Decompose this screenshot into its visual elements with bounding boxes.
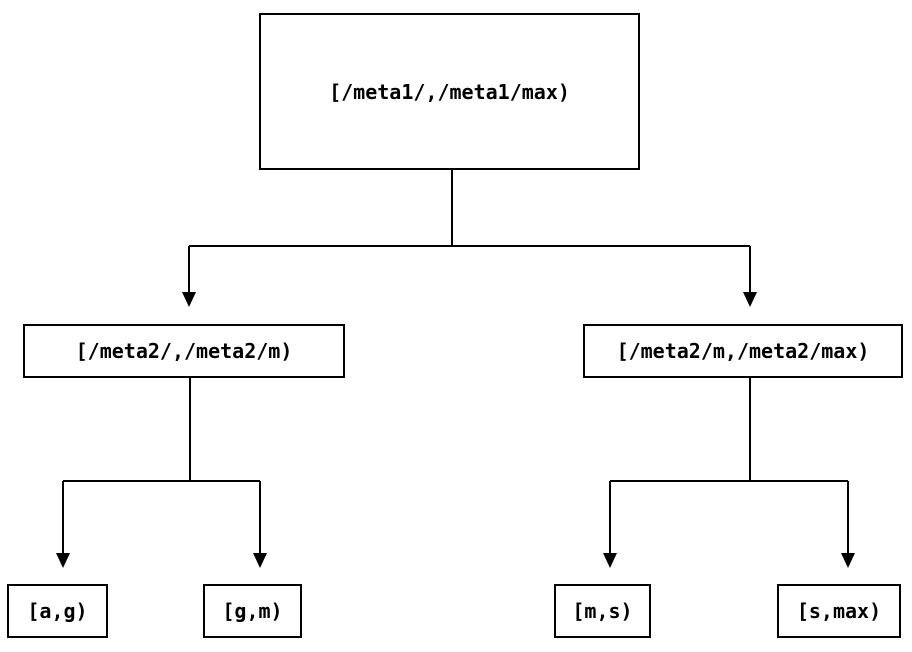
tree-node-meta2-right: [/meta2/m,/meta2/max)	[583, 324, 903, 378]
tree-node-root: [/meta1/,/meta1/max)	[259, 13, 640, 170]
arrowhead-down-icon	[603, 553, 617, 568]
edge-left-lines	[62, 378, 261, 553]
tree-node-meta2-left: [/meta2/,/meta2/m)	[23, 324, 345, 378]
tree-node-leaf-ms: [m,s)	[554, 584, 651, 638]
edge-root-lines	[188, 170, 751, 292]
tree-node-leaf-ag-label: [a,g)	[27, 599, 88, 623]
tree-node-leaf-ms-label: [m,s)	[572, 599, 633, 623]
tree-node-leaf-gm: [g,m)	[203, 584, 302, 638]
tree-node-leaf-ag: [a,g)	[7, 584, 108, 638]
edge-root-to-children	[182, 170, 757, 307]
edge-right-to-leaves	[603, 378, 855, 568]
arrowhead-down-icon	[56, 553, 70, 568]
arrowhead-down-icon	[841, 553, 855, 568]
tree-node-leaf-smax-label: [s,max)	[796, 599, 882, 623]
tree-node-meta2-right-label: [/meta2/m,/meta2/max)	[616, 339, 870, 363]
tree-node-leaf-gm-label: [g,m)	[222, 599, 283, 623]
arrowhead-down-icon	[253, 553, 267, 568]
edge-left-to-leaves	[56, 378, 267, 568]
tree-node-leaf-smax: [s,max)	[777, 584, 901, 638]
tree-node-meta2-left-label: [/meta2/,/meta2/m)	[75, 339, 293, 363]
arrowhead-down-icon	[182, 292, 196, 307]
tree-node-root-label: [/meta1/,/meta1/max)	[329, 79, 570, 104]
edge-right-lines	[609, 378, 849, 553]
arrowhead-down-icon	[743, 292, 757, 307]
